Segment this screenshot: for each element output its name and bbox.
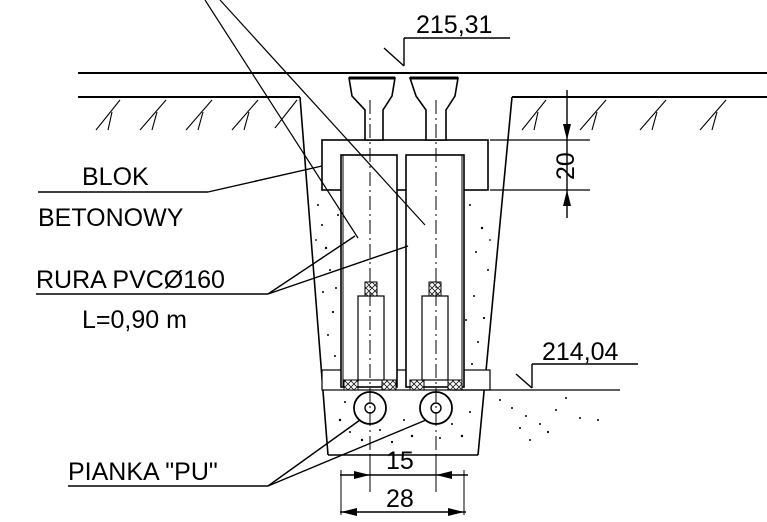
dimension-bottom: 15 28 bbox=[340, 447, 468, 516]
elevation-marker-bottom: 214,04 bbox=[452, 338, 638, 391]
ground-surface-lines bbox=[78, 72, 767, 98]
pipe-label-group: RURA PVCØ160 L=0,90 m bbox=[36, 235, 409, 334]
pipe-label-line2: L=0,90 m bbox=[82, 306, 187, 334]
dim-outer-label: 28 bbox=[386, 485, 414, 513]
foam-elements bbox=[353, 391, 453, 425]
dimension-depth: 20 bbox=[490, 90, 590, 218]
pipe-left bbox=[340, 76, 398, 391]
foam-label-group: PIANKA "PU" bbox=[68, 419, 427, 487]
trench-outline bbox=[299, 96, 513, 456]
pipe-axes bbox=[369, 100, 437, 470]
block-label-group: BLOK BETONOWY bbox=[38, 163, 323, 232]
elevation-top-label: 215,31 bbox=[416, 11, 492, 39]
dim-inner-label: 15 bbox=[386, 447, 414, 475]
pipe-right bbox=[405, 76, 465, 391]
block-label-line1: BLOK bbox=[82, 163, 149, 191]
block-label-line2: BETONOWY bbox=[38, 204, 184, 232]
sand-fill-dots bbox=[315, 204, 599, 444]
elevation-marker-top: 215,31 bbox=[383, 11, 510, 67]
depth-dim-label: 20 bbox=[552, 152, 580, 180]
elevation-bottom-label: 214,04 bbox=[542, 338, 619, 366]
soil-hatch-left bbox=[95, 99, 298, 131]
foam-label: PIANKA "PU" bbox=[68, 458, 218, 486]
soil-hatch-right bbox=[521, 99, 727, 131]
leader-diagonals bbox=[204, 0, 426, 239]
pipe-label-line1: RURA PVCØ160 bbox=[36, 266, 225, 294]
